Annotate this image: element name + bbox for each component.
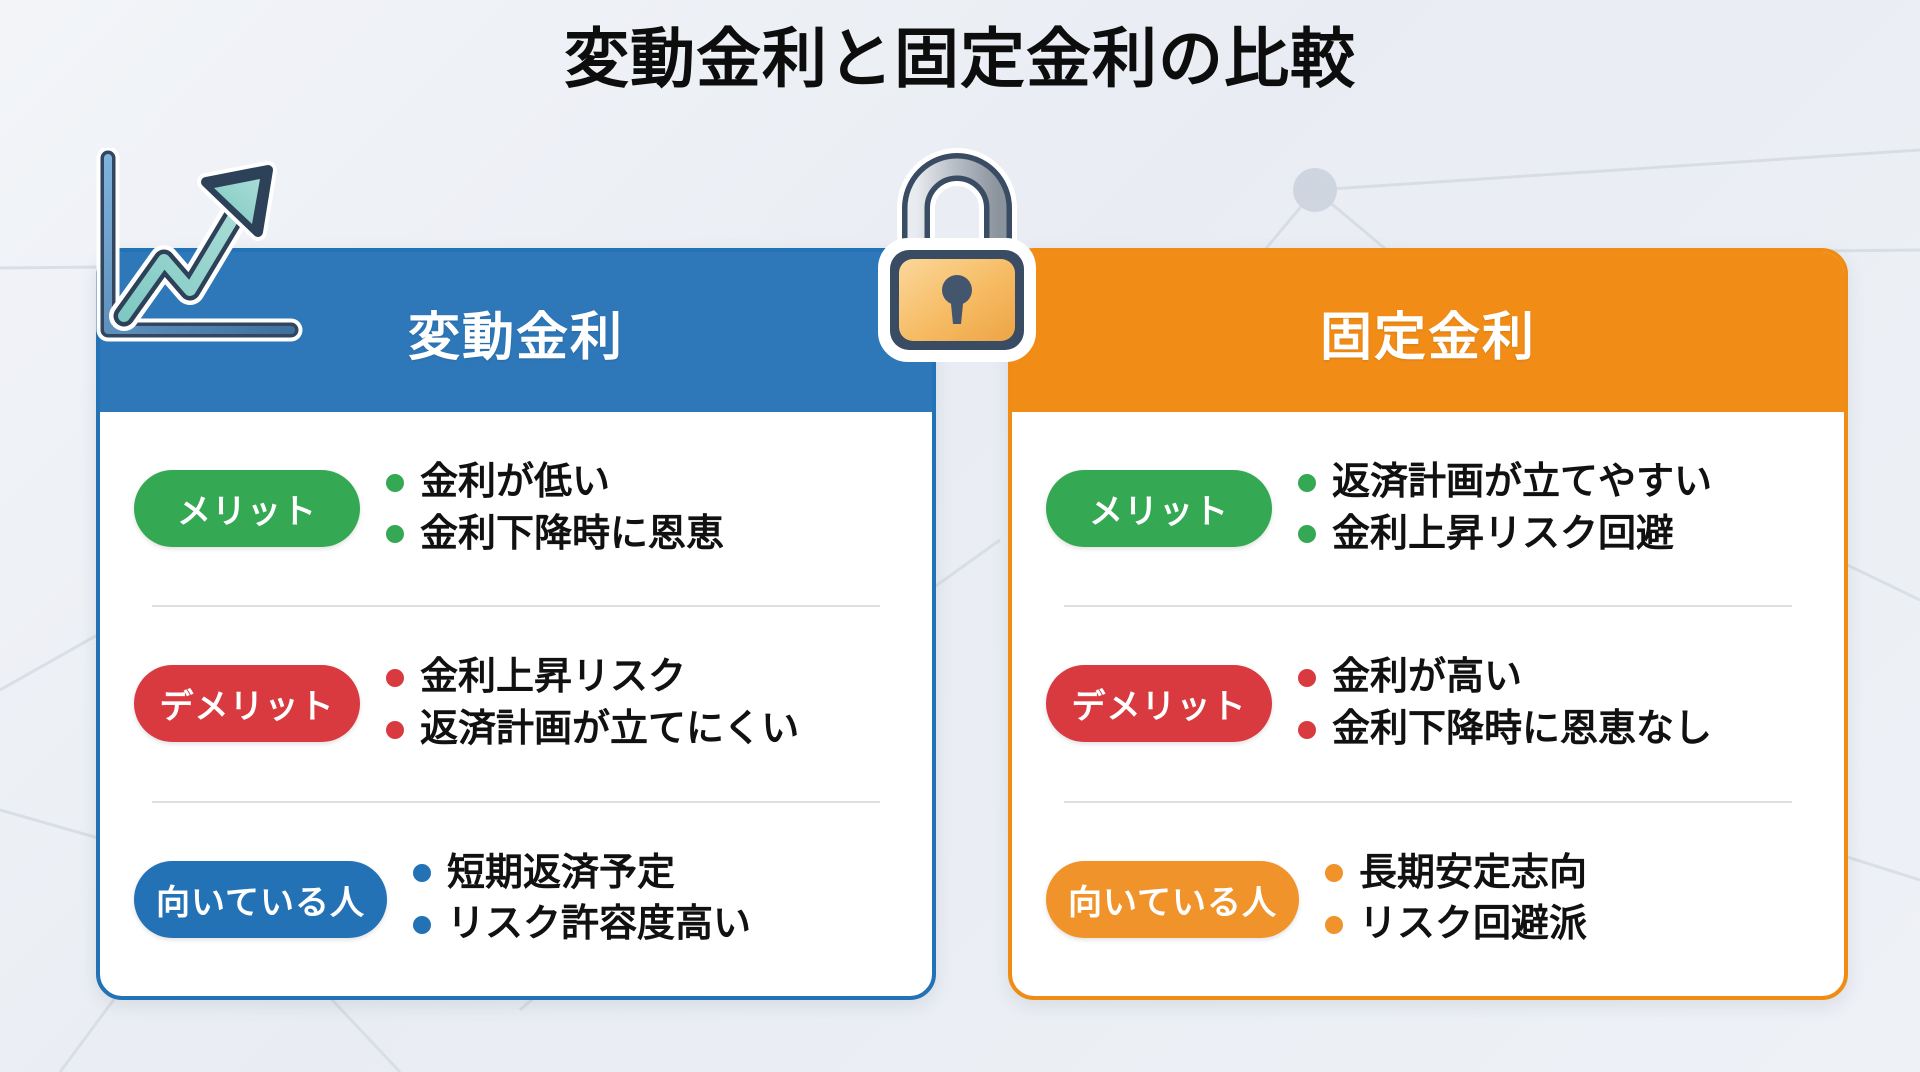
list-item: 金利上昇リスク回避 (1298, 509, 1810, 561)
list-item: リスク回避派 (1324, 899, 1810, 951)
list-item: リスク許容度高い (412, 899, 898, 951)
bullet-text: リスク回避派 (1358, 903, 1587, 946)
section-divider (152, 800, 880, 803)
list-item: 金利が高い (1298, 652, 1810, 704)
bullet-text: 金利が低い (420, 460, 611, 503)
list-item: 金利が低い (386, 457, 898, 509)
badge-demerit-fixed: デメリット (1046, 665, 1272, 743)
bullet-text: 金利が高い (1332, 656, 1523, 699)
bullet-dot-icon (386, 669, 404, 688)
bullet-dot-icon (1298, 720, 1316, 739)
bullet-dot-icon (386, 473, 404, 492)
bullet-text: 返済計画が立てやすい (1332, 460, 1713, 503)
bullet-text: 金利下降時に恩恵 (420, 512, 725, 555)
bullet-dot-icon (412, 864, 431, 883)
section-merit-variable: メリット 金利が低い 金利下降時に恩恵 (134, 412, 898, 605)
card-header-variable-rate: 変動金利 (100, 252, 932, 412)
section-suited-variable: 向いている人 短期返済予定 リスク許容度高い (134, 803, 898, 996)
bullet-dot-icon (1298, 525, 1316, 544)
list-item: 金利上昇リスク (386, 652, 898, 704)
bullet-list-demerit-variable: 金利上昇リスク 返済計画が立てにくい (386, 652, 898, 755)
bullet-list-demerit-fixed: 金利が高い 金利下降時に恩恵なし (1298, 652, 1810, 755)
page-title: 変動金利と固定金利の比較 (563, 22, 1356, 95)
list-item: 返済計画が立てにくい (386, 704, 898, 756)
section-demerit-fixed: デメリット 金利が高い 金利下降時に恩恵なし (1046, 607, 1810, 800)
bullet-list-merit-fixed: 返済計画が立てやすい 金利上昇リスク回避 (1298, 457, 1810, 560)
card-body-fixed-rate: メリット 返済計画が立てやすい 金利上昇リスク回避 デメリット (1012, 412, 1844, 996)
bullet-text: 短期返済予定 (446, 851, 675, 894)
list-item: 金利下降時に恩恵 (386, 509, 898, 561)
card-header-fixed-rate: 固定金利 (1012, 252, 1844, 412)
badge-demerit-variable: デメリット (134, 665, 360, 743)
bullet-list-merit-variable: 金利が低い 金利下降時に恩恵 (386, 457, 898, 560)
section-merit-fixed: メリット 返済計画が立てやすい 金利上昇リスク回避 (1046, 412, 1810, 605)
bullet-dot-icon (412, 916, 431, 935)
bullet-text: リスク許容度高い (446, 903, 751, 946)
card-body-variable-rate: メリット 金利が低い 金利下降時に恩恵 デメリット (100, 412, 932, 996)
bullet-text: 長期安定志向 (1358, 851, 1587, 894)
bullet-dot-icon (1298, 669, 1316, 688)
section-suited-fixed: 向いている人 長期安定志向 リスク回避派 (1046, 803, 1810, 996)
bullet-dot-icon (386, 720, 404, 739)
badge-suited-variable: 向いている人 (134, 860, 387, 938)
badge-merit-fixed: メリット (1046, 470, 1272, 548)
bullet-dot-icon (1298, 473, 1316, 492)
section-divider (152, 605, 880, 608)
bullet-list-suited-fixed: 長期安定志向 リスク回避派 (1324, 848, 1810, 951)
section-divider (1064, 605, 1792, 608)
section-demerit-variable: デメリット 金利上昇リスク 返済計画が立てにくい (134, 607, 898, 800)
card-title-variable-rate: 変動金利 (407, 308, 624, 367)
list-item: 短期返済予定 (412, 848, 898, 900)
card-fixed-rate: 固定金利 メリット 返済計画が立てやすい 金利上昇リスク回避 (1008, 248, 1848, 1000)
bullet-text: 金利上昇リスク回避 (1332, 512, 1675, 555)
list-item: 長期安定志向 (1324, 848, 1810, 900)
list-item: 金利下降時に恩恵なし (1298, 704, 1810, 756)
list-item: 返済計画が立てやすい (1298, 457, 1810, 509)
badge-merit-variable: メリット (134, 470, 360, 548)
bullet-text: 金利下降時に恩恵なし (1332, 707, 1713, 750)
badge-suited-fixed: 向いている人 (1046, 860, 1299, 938)
bullet-text: 返済計画が立てにくい (420, 707, 800, 750)
card-variable-rate: 変動金利 メリット 金利が低い 金利下降時に恩恵 デメリット (96, 248, 936, 1000)
bullet-text: 金利上昇リスク (420, 656, 687, 699)
bullet-dot-icon (1324, 916, 1343, 935)
card-title-fixed-rate: 固定金利 (1319, 308, 1536, 367)
bullet-dot-icon (1324, 864, 1343, 883)
bullet-list-suited-variable: 短期返済予定 リスク許容度高い (412, 848, 898, 951)
bullet-dot-icon (386, 525, 404, 544)
